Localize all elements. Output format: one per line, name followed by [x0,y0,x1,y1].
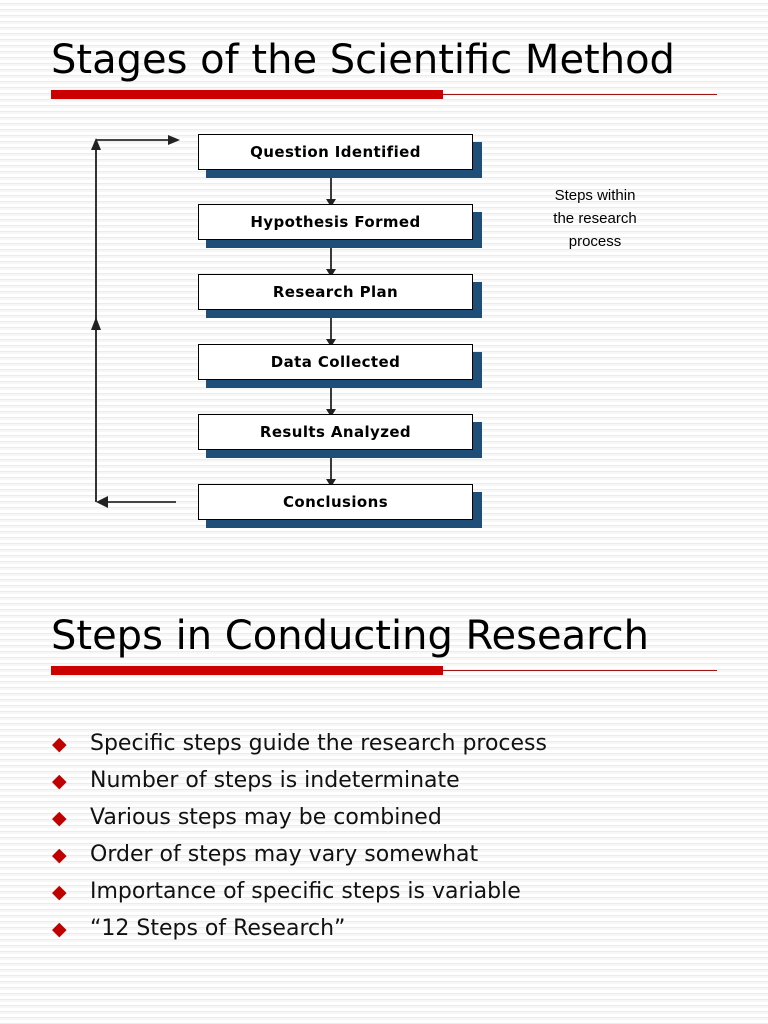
flowchart-step-label: Hypothesis Formed [250,213,421,231]
connector-arrow-5 [326,458,336,487]
loop-mid-up-arrowhead [91,317,101,330]
section-title: Steps in Conducting Research [51,613,650,659]
loop-top-right-arrowhead [168,135,180,145]
arrowhead-down-icon [326,339,336,347]
arrowhead-down-icon [326,269,336,277]
list-item-label: Importance of specific steps is variable [90,879,521,904]
scientific-method-flowchart: Question Identified Hypothesis Formed Re… [91,134,482,528]
flowchart-step-label: Conclusions [282,493,389,511]
list-item-label: “12 Steps of Research” [90,916,346,941]
loop-top-up-arrowhead [91,138,101,150]
diamond-bullet-icon: ◆ [52,733,67,755]
connector-stem [330,178,332,206]
flowchart-step-results-analyzed[interactable]: Results Analyzed [198,414,473,450]
connector-arrow-3 [326,318,336,347]
flowchart-step-conclusions[interactable]: Conclusions [198,484,473,520]
side-caption-line-1: Steps within [554,187,636,204]
flowchart-step-data-collected[interactable]: Data Collected [198,344,473,380]
research-steps-bullet-list: ◆ Specific steps guide the research proc… [52,725,712,947]
flowchart-side-caption: Steps within the research process [520,184,670,253]
flowchart-step-label: Data Collected [270,353,401,371]
diamond-bullet-icon: ◆ [52,881,67,903]
heading-rule-thick-bar [51,90,443,99]
diamond-bullet-icon: ◆ [52,770,67,792]
list-item: ◆ Specific steps guide the research proc… [52,725,712,762]
flowchart-step-label: Results Analyzed [259,423,412,441]
diamond-bullet-icon: ◆ [52,844,67,866]
flowchart-step-research-plan[interactable]: Research Plan [198,274,473,310]
list-item: ◆ Order of steps may vary somewhat [52,836,712,873]
list-item: ◆ Importance of specific steps is variab… [52,873,712,910]
connector-stem [330,318,332,346]
connector-stem [330,388,332,416]
connector-arrow-1 [326,178,336,207]
flowchart-step-question-identified[interactable]: Question Identified [198,134,473,170]
arrowhead-down-icon [326,409,336,417]
flowchart-step-label: Question Identified [250,143,421,161]
flowchart-step-label: Research Plan [272,283,399,301]
arrowhead-down-icon [326,199,336,207]
connector-stem [330,248,332,276]
arrowhead-down-icon [326,479,336,487]
list-item-label: Specific steps guide the research proces… [90,731,547,756]
list-item-label: Number of steps is indeterminate [90,768,460,793]
side-caption-line-3: process [568,233,622,250]
connector-arrow-4 [326,388,336,417]
connector-arrow-2 [326,248,336,277]
list-item: ◆ Number of steps is indeterminate [52,762,712,799]
diamond-bullet-icon: ◆ [52,807,67,829]
heading-underline-rule [51,666,717,676]
feedback-loop-bracket [91,135,180,508]
page-title: Stages of the Scientific Method [51,37,675,83]
slide-two-heading-block: Steps in Conducting Research [51,612,717,676]
list-item-label: Order of steps may vary somewhat [90,842,479,867]
slide-steps-in-conducting-research: Steps in Conducting Research ◆ Specific … [0,600,768,1024]
list-item: ◆ “12 Steps of Research” [52,910,712,947]
side-caption-line-2: the research [553,210,637,227]
loop-bottom-left-arrowhead [96,496,108,508]
heading-rule-thick-bar [51,666,443,675]
diamond-bullet-icon: ◆ [52,918,67,940]
flowchart-step-hypothesis-formed[interactable]: Hypothesis Formed [198,204,473,240]
list-item: ◆ Various steps may be combined [52,799,712,836]
slide-stages-of-scientific-method: Stages of the Scientific Method [51,36,717,528]
slide-one-heading-block: Stages of the Scientific Method [51,36,717,100]
heading-underline-rule [51,90,717,100]
connector-stem [330,458,332,486]
list-item-label: Various steps may be combined [90,805,442,830]
